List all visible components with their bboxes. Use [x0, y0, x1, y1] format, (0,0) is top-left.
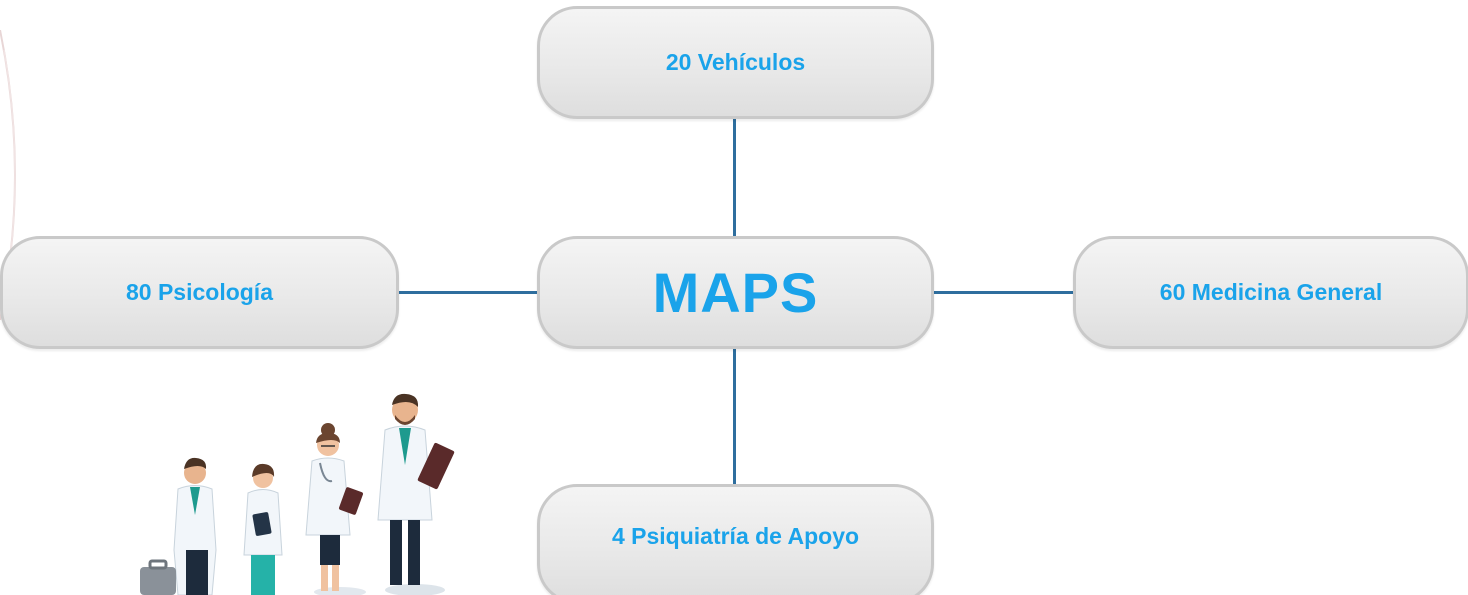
connector-bottom: [733, 346, 736, 486]
center-title: MAPS: [652, 261, 819, 324]
node-vehiculos: 20 Vehículos: [537, 6, 934, 119]
node-vehiculos-label: 20 Vehículos: [665, 49, 806, 75]
node-center-maps: MAPS: [537, 236, 934, 349]
node-psicologia-label: 80 Psicología: [125, 279, 273, 305]
medical-staff-illustration: [140, 393, 455, 595]
node-psiquiatria-label: 4 Psiquiatría de Apoyo: [611, 522, 860, 549]
doctor-figure-4: [377, 393, 455, 585]
doctor-figure-2: [243, 463, 283, 595]
connector-left: [397, 291, 538, 294]
node-psiquiatria: 4 Psiquiatría de Apoyo: [537, 484, 934, 595]
node-medicina-general: 60 Medicina General: [1073, 236, 1468, 349]
node-medicina-general-label: 60 Medicina General: [1159, 279, 1383, 305]
doctor-figure-3: [305, 423, 363, 591]
connector-right: [932, 291, 1075, 294]
node-psicologia: 80 Psicología: [0, 236, 399, 349]
doctor-figure-1: [140, 457, 217, 595]
connector-top: [733, 117, 736, 238]
